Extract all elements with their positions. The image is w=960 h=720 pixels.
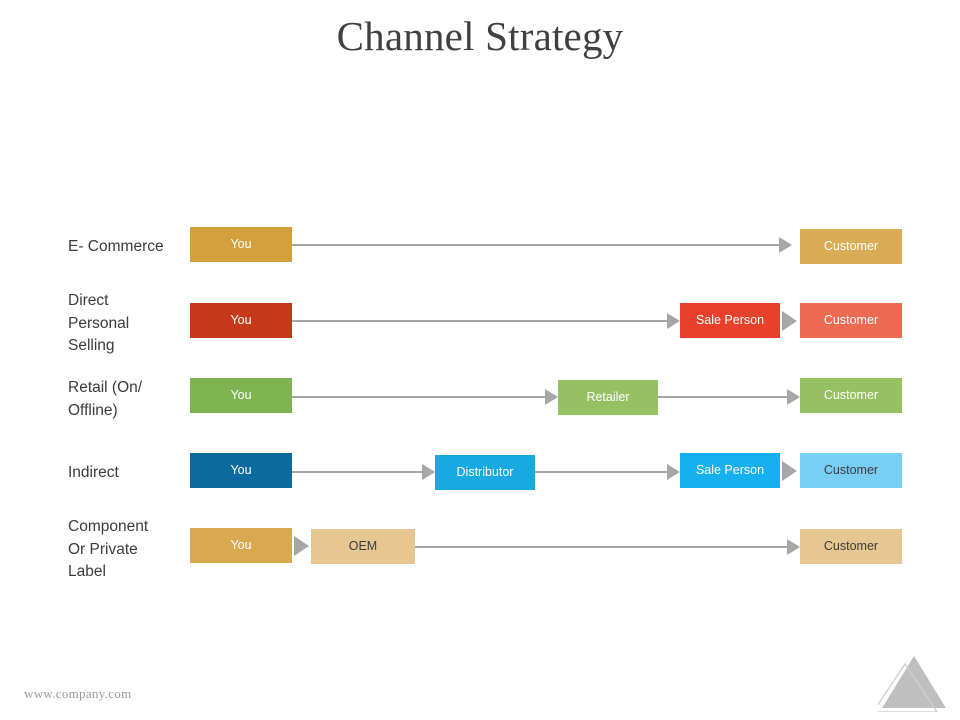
node-indirect-sale-person[interactable]: Sale Person bbox=[680, 453, 780, 488]
channel-row-component-private-label: Component Or Private Label You OEM Custo… bbox=[0, 518, 960, 588]
arrowhead-icon bbox=[787, 539, 800, 555]
connector-component-oem-to-customer bbox=[415, 539, 800, 555]
channel-row-direct-personal-selling: Direct Personal Selling You Sale Person … bbox=[0, 292, 960, 363]
node-component-you[interactable]: You bbox=[190, 528, 292, 563]
arrowhead-icon bbox=[782, 461, 797, 481]
connector-line bbox=[292, 244, 779, 246]
arrowhead-icon bbox=[667, 313, 680, 329]
connector-line bbox=[292, 471, 422, 473]
connector-ecommerce-you-to-customer bbox=[292, 237, 792, 253]
node-component-oem[interactable]: OEM bbox=[311, 529, 415, 564]
node-indirect-you[interactable]: You bbox=[190, 453, 292, 488]
footer-url: www.company.com bbox=[24, 686, 132, 701]
connector-indirect-distributor-to-sale-person bbox=[535, 464, 680, 480]
channel-row-ecommerce: E- Commerce You Customer bbox=[0, 227, 960, 287]
node-retail-retailer[interactable]: Retailer bbox=[558, 380, 658, 415]
arrowhead-icon bbox=[787, 389, 800, 405]
node-ecommerce-you[interactable]: You bbox=[190, 227, 292, 262]
page-title: Channel Strategy bbox=[336, 13, 624, 59]
connector-direct-you-to-sale-person bbox=[292, 313, 680, 329]
row-label-retail: Retail (On/ Offline) bbox=[68, 379, 143, 419]
row-label-indirect: Indirect bbox=[68, 464, 119, 481]
channel-row-indirect: Indirect You Distributor Sale Person Cus… bbox=[0, 453, 960, 513]
node-retail-you[interactable]: You bbox=[190, 378, 292, 413]
arrowhead-icon bbox=[667, 464, 680, 480]
node-direct-sale-person[interactable]: Sale Person bbox=[680, 303, 780, 338]
arrowhead-icon bbox=[422, 464, 435, 480]
channel-row-retail: Retail (On/ Offline) You Retailer Custom… bbox=[0, 378, 960, 438]
node-direct-you[interactable]: You bbox=[190, 303, 292, 338]
arrowhead-icon bbox=[779, 237, 792, 253]
node-component-customer[interactable]: Customer bbox=[800, 529, 902, 564]
connector-line bbox=[415, 546, 787, 548]
arrowhead-icon bbox=[294, 536, 309, 556]
node-indirect-distributor[interactable]: Distributor bbox=[435, 455, 535, 490]
connector-line bbox=[292, 320, 667, 322]
row-label-component-private-label: Component Or Private Label bbox=[68, 518, 149, 580]
connector-line bbox=[658, 396, 787, 398]
connector-line bbox=[535, 471, 667, 473]
connector-line bbox=[292, 396, 545, 398]
node-direct-customer[interactable]: Customer bbox=[800, 303, 902, 338]
connector-retail-retailer-to-customer bbox=[658, 389, 800, 405]
row-label-direct-personal-selling: Direct Personal Selling bbox=[68, 292, 130, 354]
arrowhead-icon bbox=[782, 311, 797, 331]
node-indirect-customer[interactable]: Customer bbox=[800, 453, 902, 488]
connector-retail-you-to-retailer bbox=[292, 389, 558, 405]
arrowhead-icon bbox=[545, 389, 558, 405]
connector-indirect-you-to-distributor bbox=[292, 464, 435, 480]
node-retail-customer[interactable]: Customer bbox=[800, 378, 902, 413]
logo-triangles-icon bbox=[878, 656, 946, 712]
node-ecommerce-customer[interactable]: Customer bbox=[800, 229, 902, 264]
row-label-ecommerce: E- Commerce bbox=[68, 238, 164, 255]
